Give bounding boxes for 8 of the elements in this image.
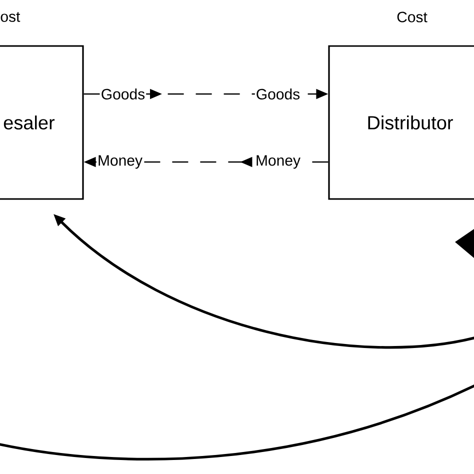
- edge-label: Money: [98, 155, 142, 169]
- actor-box: esaler: [0, 45, 84, 200]
- flow-label: Goods: [256, 88, 300, 100]
- flow-label: Money: [256, 155, 300, 169]
- actor-box: Distributor: [328, 45, 474, 200]
- edge-label: Goods: [102, 88, 145, 100]
- cost-label: ost: [0, 12, 20, 22]
- cost-label: Cost: [397, 12, 428, 22]
